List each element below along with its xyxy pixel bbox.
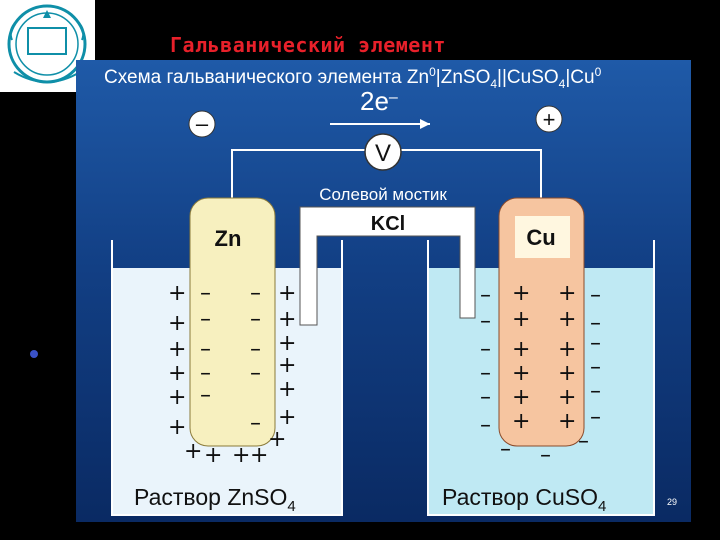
positive-charge-mark: + (168, 385, 186, 410)
wire-left (231, 149, 365, 198)
positive-charge-mark: + (268, 427, 286, 452)
positive-terminal: + (535, 105, 563, 133)
page-number: 29 (667, 497, 677, 507)
svg-text:–: – (196, 111, 209, 136)
positive-charge-mark: + (168, 311, 186, 336)
positive-charge-mark: + (278, 353, 296, 378)
negative-charge-mark: – (250, 411, 261, 436)
wire-right (401, 149, 542, 198)
negative-charge-mark: – (480, 309, 491, 334)
negative-terminal: – (188, 110, 216, 138)
positive-charge-mark: + (512, 337, 530, 362)
positive-charge-mark: + (168, 415, 186, 440)
ion-charges: +––++––++––++––++–++–++++++–++––++––++––… (168, 281, 601, 468)
left-solution-label: Раствор ZnSO4 (134, 484, 296, 515)
negative-charge-mark: – (590, 283, 601, 308)
negative-charge-mark: – (200, 307, 211, 332)
positive-charge-mark: + (558, 409, 576, 434)
bullet-dot (30, 350, 38, 358)
negative-charge-mark: – (480, 283, 491, 308)
negative-charge-mark: – (578, 429, 589, 454)
electron-flow-label: 2e– (360, 86, 398, 116)
negative-charge-mark: – (250, 281, 261, 306)
positive-charge-mark: + (278, 405, 296, 430)
positive-charge-mark: + (168, 361, 186, 386)
positive-charge-mark: + (278, 307, 296, 332)
copper-label-box (515, 216, 570, 258)
positive-charge-mark: + (512, 385, 530, 410)
negative-charge-mark: – (590, 405, 601, 430)
negative-charge-mark: – (540, 443, 551, 468)
positive-charge-mark: + (558, 385, 576, 410)
positive-charge-mark: + (232, 443, 250, 468)
negative-charge-mark: – (200, 361, 211, 386)
positive-charge-mark: + (558, 337, 576, 362)
positive-charge-mark: + (512, 307, 530, 332)
negative-charge-mark: – (250, 307, 261, 332)
scheme-formula: Схема гальванического элемента Zn0|ZnSO4… (104, 65, 602, 91)
positive-charge-mark: + (184, 439, 202, 464)
zinc-electrode (189, 197, 276, 447)
negative-charge-mark: – (200, 337, 211, 362)
negative-charge-mark: – (250, 337, 261, 362)
arrow-head-icon (420, 119, 430, 129)
positive-charge-mark: + (168, 337, 186, 362)
negative-charge-mark: – (500, 437, 511, 462)
negative-charge-mark: – (590, 311, 601, 336)
zinc-electrode-label: Zn (215, 226, 242, 251)
positive-charge-mark: + (250, 443, 268, 468)
negative-charge-mark: – (200, 281, 211, 306)
negative-charge-mark: – (200, 383, 211, 408)
right-solution-label: Раствор CuSO4 (442, 484, 606, 515)
positive-charge-mark: + (512, 281, 530, 306)
svg-text:+: + (543, 107, 556, 132)
positive-charge-mark: + (278, 281, 296, 306)
negative-charge-mark: – (590, 355, 601, 380)
negative-charge-mark: – (590, 331, 601, 356)
positive-charge-mark: + (512, 361, 530, 386)
page-title: Гальванический элемент (170, 33, 446, 57)
voltmeter: V (364, 133, 402, 171)
positive-charge-mark: + (204, 443, 222, 468)
positive-charge-mark: + (558, 361, 576, 386)
copper-electrode (498, 197, 585, 447)
negative-charge-mark: – (480, 413, 491, 438)
university-logo (0, 0, 95, 92)
positive-charge-mark: + (512, 409, 530, 434)
salt-bridge-caption: Солевой мостик (319, 185, 447, 204)
negative-charge-mark: – (590, 379, 601, 404)
positive-charge-mark: + (558, 307, 576, 332)
salt-bridge-salt: KCl (371, 213, 405, 235)
positive-charge-mark: + (278, 331, 296, 356)
svg-text:V: V (375, 140, 391, 167)
salt-bridge-tube (299, 206, 476, 326)
negative-charge-mark: – (480, 361, 491, 386)
copper-electrode-label: Cu (526, 225, 555, 250)
logo-emblem-icon (7, 4, 87, 84)
negative-charge-mark: – (480, 385, 491, 410)
positive-charge-mark: + (278, 377, 296, 402)
positive-charge-mark: + (558, 281, 576, 306)
positive-charge-mark: + (168, 281, 186, 306)
negative-charge-mark: – (480, 337, 491, 362)
negative-charge-mark: – (250, 361, 261, 386)
